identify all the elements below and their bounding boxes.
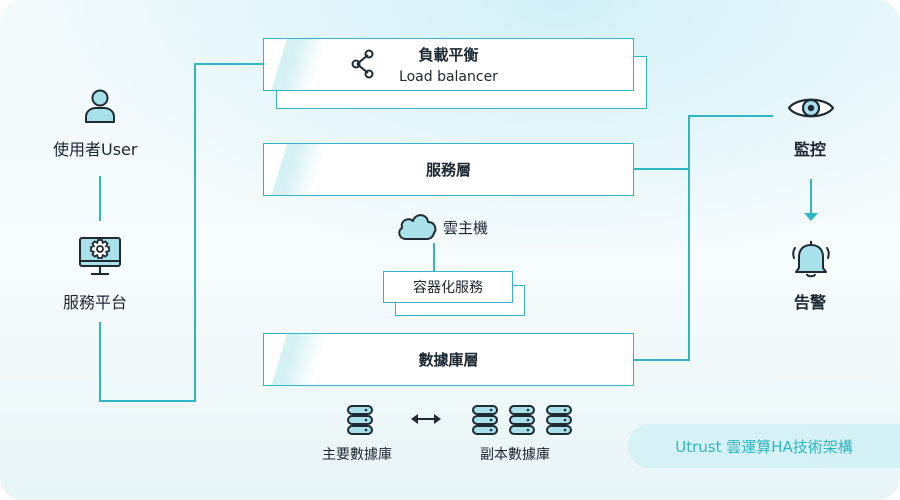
platform-loadbalancer-line	[99, 63, 263, 402]
cloud-host-label: 雲主機	[443, 219, 489, 237]
primary-db-label: 主要數據庫	[322, 447, 392, 463]
primary-database-icon	[347, 405, 373, 435]
platform-label: 服務平台	[63, 293, 128, 312]
eye-icon	[787, 98, 835, 118]
alert-label: 告警	[794, 293, 827, 312]
bell-icon	[792, 241, 830, 278]
monitor-alert-arrow-head	[804, 213, 818, 221]
container-label: 容器化服務	[413, 280, 483, 296]
replica-database-icon-3	[546, 405, 572, 435]
double-arrow-icon	[411, 414, 441, 424]
database-layer-box: 數據庫層	[263, 333, 634, 386]
user-label: 使用者User	[53, 140, 138, 159]
monitor-label: 監控	[794, 140, 827, 159]
monitor-gear-icon	[79, 237, 121, 275]
user-icon	[85, 89, 115, 123]
database-monitor-line	[634, 116, 690, 361]
database-layer-label: 數據庫層	[418, 351, 479, 369]
service-monitor-line	[634, 115, 773, 170]
container-box: 容器化服務	[383, 271, 513, 303]
load-balancer-subtitle: Load balancer	[399, 69, 498, 85]
share-nodes-icon	[351, 49, 374, 79]
replica-database-icon-2	[509, 405, 535, 435]
brand-label: Utrust 雲運算HA技術架構	[675, 437, 853, 456]
load-balancer-box: 負載平衡 Load balancer	[263, 38, 634, 91]
replica-db-label: 副本數據庫	[480, 447, 550, 463]
replica-database-icon-1	[472, 405, 498, 435]
load-balancer-title: 負載平衡	[418, 46, 479, 64]
service-layer-box: 服務層	[263, 143, 634, 196]
cloud-icon	[398, 214, 437, 240]
service-layer-label: 服務層	[425, 161, 471, 179]
brand-tag: Utrust 雲運算HA技術架構	[628, 424, 900, 468]
